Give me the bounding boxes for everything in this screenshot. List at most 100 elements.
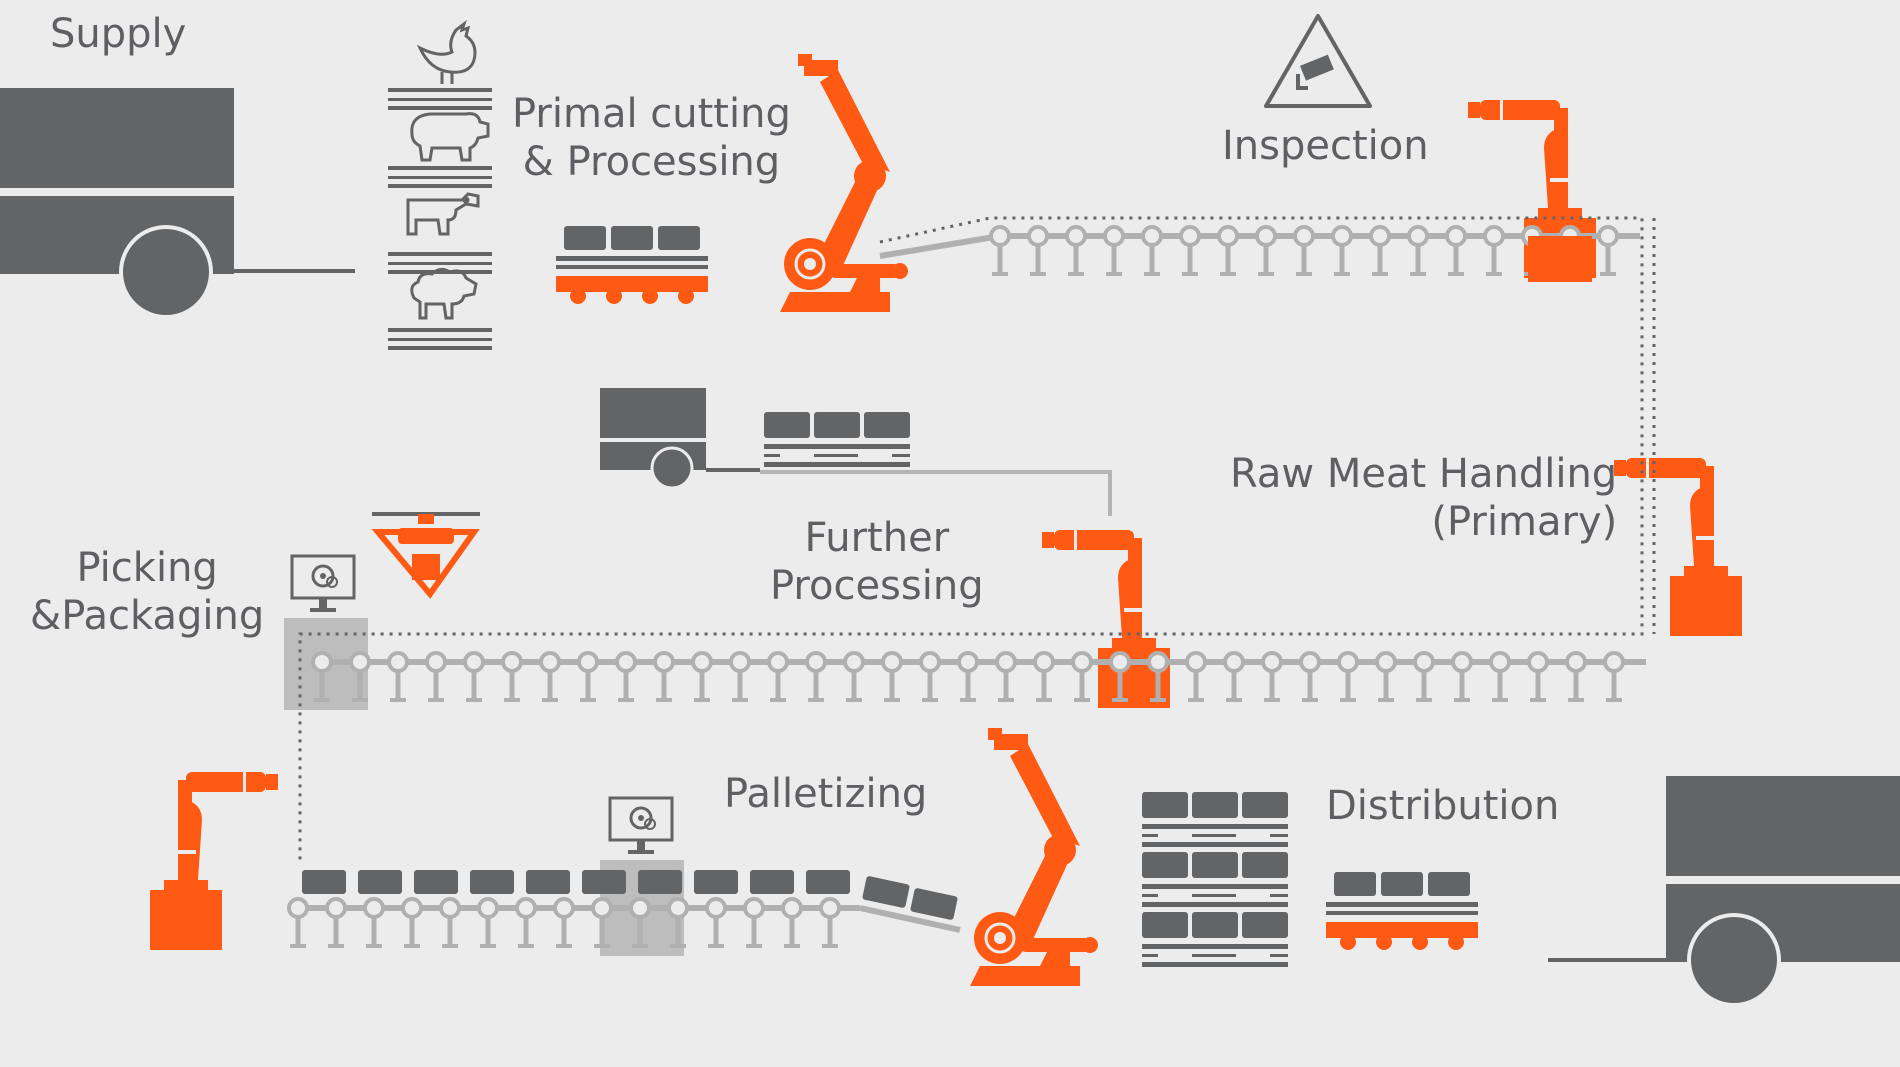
label-further-processing: Further Processing [770,515,984,609]
conveyor-roller [517,899,535,946]
supply-truck [0,88,355,319]
conveyor-bottom [289,899,839,946]
conveyor-roller [1415,653,1433,700]
conveyor-roller [959,653,977,700]
conveyor-roller [1447,227,1465,274]
conveyor-roller [579,653,597,700]
conveyor-roller [1035,653,1053,700]
box [582,870,626,894]
flow-lines [298,216,1656,862]
conveyor-roller [1105,227,1123,274]
conveyor-roller [541,653,559,700]
conveyor-roller [1409,227,1427,274]
conveyor-middle [313,653,1623,700]
conveyor-roller [1181,227,1199,274]
cart-pallet-distribution [1326,872,1478,950]
conveyor-roller [427,653,445,700]
conveyor-roller [731,653,749,700]
label-supply: Supply [50,11,187,57]
conveyor-roller [745,899,763,946]
conveyor-roller [1143,227,1161,274]
robot-picking [150,772,278,950]
label-inspection: Inspection [1222,123,1429,169]
conveyor-roller [821,899,839,946]
conveyor-roller [997,653,1015,700]
conveyor-roller [1567,653,1585,700]
conveyor-roller [991,227,1009,274]
conveyor-roller [1377,653,1395,700]
conveyor-roller [1187,653,1205,700]
conveyor-roller [1301,653,1319,700]
conveyor-roller [807,653,825,700]
conveyor-roller [1029,227,1047,274]
conveyor-roller [1067,227,1085,274]
pallet-middle [764,412,910,467]
label-raw-meat-handling: Raw Meat Handling (Primary) [1230,451,1618,545]
conveyor-roller [1371,227,1389,274]
conveyor-roller [845,653,863,700]
conveyor-roller [693,653,711,700]
distribution-truck [1548,776,1900,1007]
conveyor-roller [555,899,573,946]
conveyor-roller [1491,653,1509,700]
box [470,870,514,894]
conveyor-roller [1073,653,1091,700]
conveyor-roller [783,899,801,946]
robot-palletizing [968,726,1100,988]
conveyor-roller [921,653,939,700]
link-line [760,470,1112,516]
label-picking-packaging: Picking &Packaging [30,545,265,639]
conveyor-top [991,227,1617,274]
label-primal-cutting: Primal cutting & Processing [512,91,791,185]
conveyor-roller [883,653,901,700]
conveyor-roller [465,653,483,700]
conveyor-roller [617,653,635,700]
box [302,870,346,894]
inspection-pedestal [1528,236,1592,282]
conveyor-roller [503,653,521,700]
conveyor-roller [1295,227,1313,274]
conveyor-roller [389,653,407,700]
conveyor-roller [1225,653,1243,700]
robot-primal-cutting [778,52,910,314]
delta-robot [371,512,480,599]
small-truck [600,388,760,490]
camera-warning-icon [1264,14,1372,108]
box [638,870,682,894]
label-distribution: Distribution [1326,783,1560,829]
cart-pallet-primal [556,226,708,304]
conveyor-roller [1605,653,1623,700]
box [358,870,402,894]
box [694,870,738,894]
conveyor-roller [441,899,459,946]
distribution-stack [1142,792,1288,967]
conveyor-roller [365,899,383,946]
boxes-on-conveyor [302,870,958,920]
box [414,870,458,894]
robot-further-processing [1042,530,1170,708]
conveyor-roller [655,653,673,700]
pig-icon [410,112,490,162]
box [862,876,910,908]
conveyor-roller [769,653,787,700]
label-palletizing: Palletizing [724,771,928,817]
box [910,888,958,920]
conveyor-roller [707,899,725,946]
box [750,870,794,894]
robot-raw-meat [1614,458,1742,636]
conveyor-roller [1453,653,1471,700]
animal-shelves [388,19,492,350]
conveyor-roller [327,899,345,946]
conveyor-roller [1333,227,1351,274]
sheep-icon [410,267,478,320]
conveyor-roller [1257,227,1275,274]
conveyor-roller [1339,653,1357,700]
conveyor-roller [1485,227,1503,274]
box [806,870,850,894]
conveyor-roller [289,899,307,946]
conveyor-roller [1599,227,1617,274]
chicken-icon [416,19,477,84]
box [526,870,570,894]
